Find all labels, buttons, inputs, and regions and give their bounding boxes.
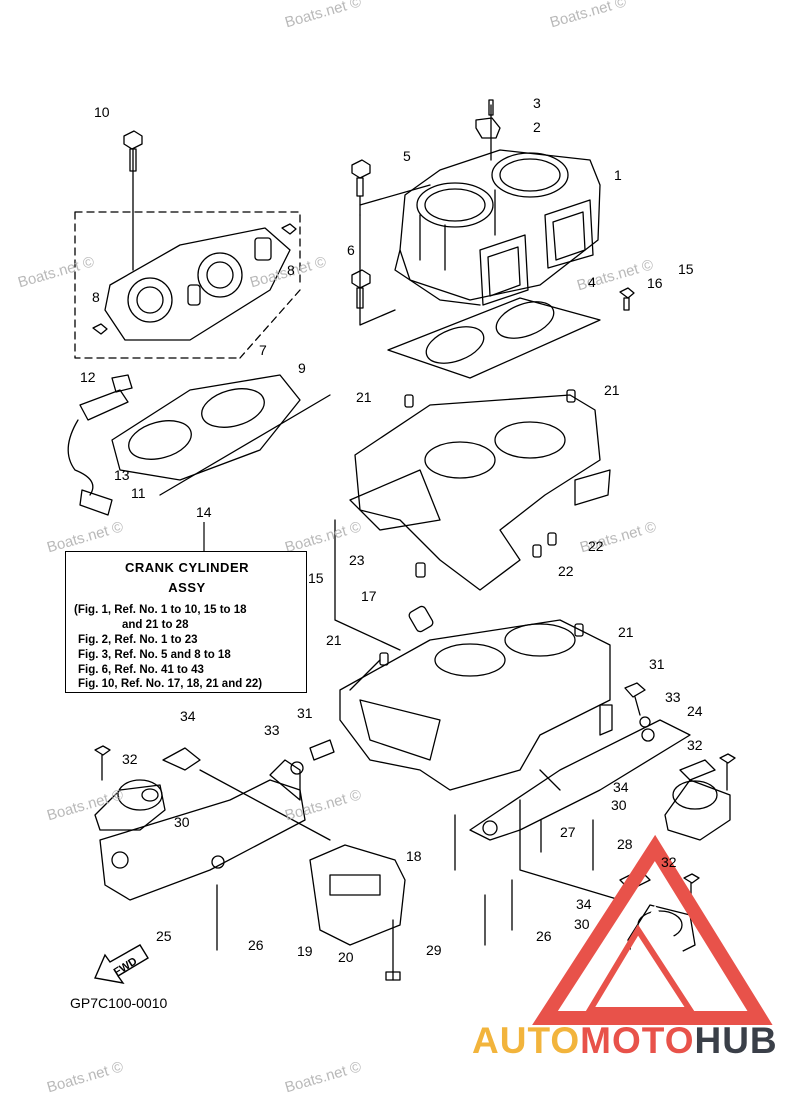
callout-17: 17 (361, 588, 377, 604)
note-title: CRANK CYLINDER (125, 560, 249, 575)
note-line: Fig. 10, Ref. No. 17, 18, 21 and 22) (78, 678, 263, 690)
logo-part-hub: HUB (694, 1020, 778, 1061)
screw-8 (92, 223, 297, 335)
upper-crankcase (349, 389, 611, 591)
fwd-arrow-icon (94, 944, 149, 984)
callout-3: 3 (533, 95, 541, 111)
callout-31: 31 (649, 656, 665, 672)
note-line: and 21 to 28 (122, 619, 189, 631)
callout-20: 20 (338, 949, 354, 965)
note-line: Fig. 3, Ref. No. 5 and 8 to 18 (78, 649, 231, 661)
callout-10: 10 (94, 104, 110, 120)
callout-31: 31 (297, 705, 313, 721)
callout-7: 7 (259, 342, 267, 358)
callout-26: 26 (536, 928, 552, 944)
callout-16: 16 (647, 275, 663, 291)
bolts-lower (94, 682, 736, 981)
callout-23: 23 (349, 552, 365, 568)
callout-21: 21 (618, 624, 634, 640)
callout-21: 21 (604, 382, 620, 398)
clip-and-screw (475, 99, 501, 161)
callout-32: 32 (661, 854, 677, 870)
bolt-5 (351, 159, 371, 216)
callout-34: 34 (576, 896, 592, 912)
callout-33: 33 (665, 689, 681, 705)
callout-12: 12 (80, 369, 96, 385)
hose-fitting (67, 374, 133, 516)
callout-30: 30 (174, 814, 190, 830)
rubber-mount-left (94, 779, 166, 831)
callout-25: 25 (156, 928, 172, 944)
callout-18: 18 (406, 848, 422, 864)
callout-13: 13 (114, 467, 130, 483)
callout-5: 5 (403, 148, 411, 164)
bolt-10 (123, 130, 143, 172)
head-gasket (111, 374, 301, 481)
mount-block-19 (309, 844, 406, 946)
callout-4: 4 (588, 274, 596, 290)
note-line: (Fig. 1, Ref. No. 1 to 10, 15 to 18 (74, 604, 247, 616)
bolt-6 (351, 269, 371, 309)
callout-30: 30 (611, 797, 627, 813)
bolt-16 (619, 287, 635, 311)
logo-triangle-icon (532, 834, 773, 1025)
figure-code: GP7C100-0010 (70, 995, 168, 1011)
callout-15: 15 (678, 261, 694, 277)
callout-28: 28 (617, 836, 633, 852)
callout-22: 22 (558, 563, 574, 579)
callout-11: 11 (131, 485, 146, 501)
callout-6: 6 (347, 242, 355, 258)
callout-21: 21 (326, 632, 342, 648)
callout-33: 33 (264, 722, 280, 738)
base-gasket (387, 297, 601, 379)
logo-part-moto: MOTO (580, 1020, 695, 1061)
callout-24: 24 (687, 703, 703, 719)
callout-22: 22 (588, 538, 604, 554)
rubber-mount-right (664, 779, 731, 841)
callout-19: 19 (297, 943, 313, 959)
callout-8: 8 (92, 289, 100, 305)
callout-30: 30 (574, 916, 590, 932)
callout-2: 2 (533, 119, 541, 135)
callout-8: 8 (287, 262, 295, 278)
callout-1: 1 (614, 167, 622, 183)
note-line: Fig. 6, Ref. No. 41 to 43 (78, 664, 204, 676)
note-subtitle: ASSY (168, 580, 206, 595)
callout-21: 21 (356, 389, 372, 405)
spacers-34 (162, 747, 716, 891)
logo-part-auto: AUTO (472, 1020, 581, 1061)
callout-29: 29 (426, 942, 442, 958)
callout-26: 26 (248, 937, 264, 953)
callout-27: 27 (560, 824, 576, 840)
callout-32: 32 (122, 751, 138, 767)
cylinder-block (394, 149, 601, 306)
note-line: Fig. 2, Ref. No. 1 to 23 (78, 634, 198, 646)
callout-34: 34 (613, 779, 629, 795)
mount-plate-24 (469, 704, 691, 841)
cylinder-head-group (74, 149, 301, 359)
callout-32: 32 (687, 737, 703, 753)
callout-15: 15 (308, 570, 324, 586)
sleeve-17 (408, 605, 434, 633)
automotohub-logo: AUTOMOTOHUB (472, 1020, 778, 1062)
callout-14: 14 (196, 504, 212, 520)
lower-crankcase (339, 619, 611, 791)
note-box: CRANK CYLINDER ASSY (Fig. 1, Ref. No. 1 … (65, 551, 307, 693)
callout-34: 34 (180, 708, 196, 724)
callout-9: 9 (298, 360, 306, 376)
